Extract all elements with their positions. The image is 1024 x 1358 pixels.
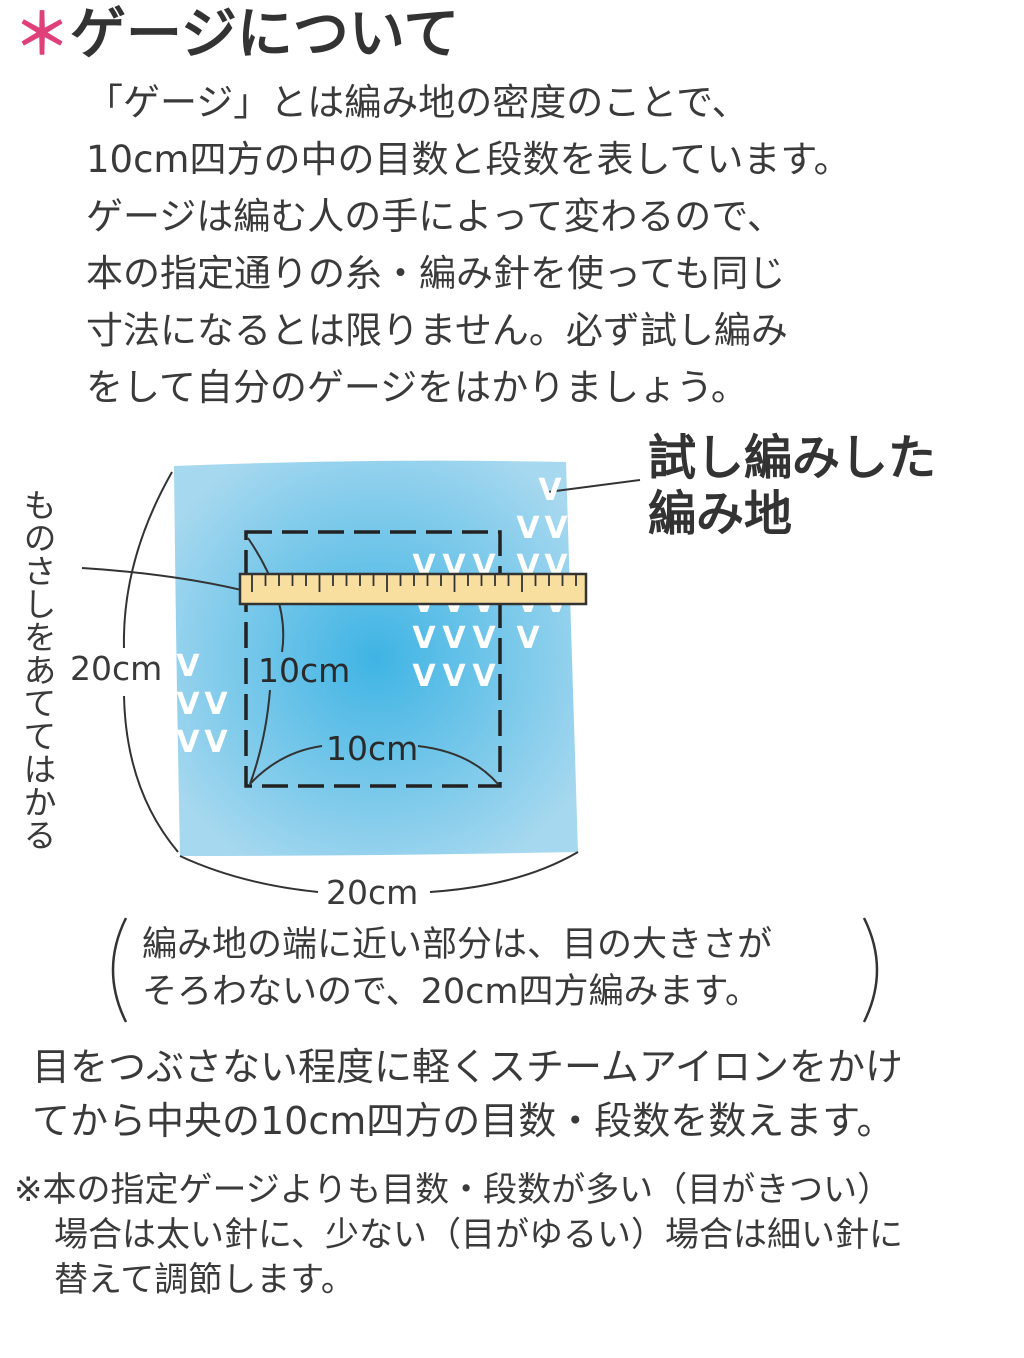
steam-instruction: 目をつぶさない程度に軽くスチームアイロンをかけ てから中央の10cm四方の目数・… [32, 1040, 903, 1148]
width-label: 20cm [326, 873, 418, 912]
measurement-square [244, 530, 502, 788]
intro-line: 寸法になるとは限りません。必ず試し編み [86, 309, 788, 352]
height-bracket [122, 471, 173, 649]
stitch-mark: V [176, 725, 200, 760]
intro-line: ゲージは編む人の手によって変わるので、 [86, 195, 784, 238]
asterisk-icon: ＊ [14, 3, 70, 68]
adjustment-note-line: 場合は太い針に、少ない（目がゆるい）場合は細い針に [54, 1215, 903, 1255]
stitch-mark: V [516, 621, 540, 656]
stitch-mark: V [412, 659, 436, 694]
height-bracket [123, 695, 179, 853]
intro-line: をして自分のゲージをはかりましょう。 [86, 366, 748, 409]
edge-note-line: そろわないので、20cm四方編みます。 [142, 972, 760, 1012]
stitch-mark: V [442, 659, 466, 694]
swatch-caption: 試し編みした 編み地 [648, 430, 936, 542]
edge-note-line: 編み地の端に近い部分は、目の大きさが [142, 925, 773, 965]
stitch-mark: V [204, 687, 228, 722]
intro-line: 本の指定通りの糸・編み針を使っても同じ [86, 252, 786, 295]
adjustment-note-line: ※本の指定ゲージよりも目数・段数が多い（目がきつい） [14, 1170, 892, 1210]
swatch-caption-line: 試し編みした [648, 430, 937, 486]
swatch-caption-line: 編み地 [648, 486, 793, 542]
inner-width-bracket [417, 745, 499, 785]
intro-paragraph: 「ゲージ」とは編み地の密度のことで、 10cm四方の中の目数と段数を表しています… [86, 74, 1006, 416]
inner-width-bracket [249, 745, 323, 785]
stitch-mark: V [176, 687, 200, 722]
parenthesis-frame [111, 917, 879, 1023]
inner-height-label: 10cm [258, 651, 350, 690]
inner-height-bracket [249, 689, 271, 785]
steam-instruction-line: 目をつぶさない程度に軽くスチームアイロンをかけ [32, 1045, 903, 1089]
stitch-mark: V [442, 621, 466, 656]
adjustment-note-line: 替えて調節します。 [54, 1260, 355, 1300]
knitted-swatch [174, 460, 578, 856]
stitch-mark: V [472, 659, 496, 694]
width-bracket [429, 851, 579, 893]
intro-line: 10cm四方の中の目数と段数を表しています。 [86, 138, 851, 181]
left-parenthesis [111, 917, 128, 1023]
stitch-mark: V [538, 473, 562, 508]
edge-note: 編み地の端に近い部分は、目の大きさが そろわないので、20cm四方編みます。 [100, 912, 890, 1028]
right-parenthesis [862, 917, 879, 1023]
width-bracket [179, 855, 319, 893]
steam-instruction-line: てから中央の10cm四方の目数・段数を数えます。 [32, 1099, 895, 1143]
edge-note-text: 編み地の端に近い部分は、目の大きさが そろわないので、20cm四方編みます。 [142, 922, 772, 1016]
intro-line: 「ゲージ」とは編み地の密度のことで、 [86, 81, 749, 124]
adjustment-note: ※本の指定ゲージよりも目数・段数が多い（目がきつい） 場合は太い針に、少ない（目… [14, 1168, 903, 1303]
height-label: 20cm [70, 649, 162, 688]
ruler-instruction-label: ものさしをあててはかる [18, 488, 57, 851]
stitch-mark: V [412, 621, 436, 656]
stitch-mark: V [176, 649, 200, 684]
stitch-mark: V [204, 725, 228, 760]
stitch-mark: V [544, 511, 568, 546]
caption-leader-line [547, 479, 641, 493]
stitch-mark: V [516, 511, 540, 546]
stitch-mark: V [472, 621, 496, 656]
ruler-ticks [251, 575, 577, 592]
ruler [238, 572, 588, 606]
inner-width-label: 10cm [326, 729, 418, 768]
page-title: ゲージについて [70, 2, 460, 67]
